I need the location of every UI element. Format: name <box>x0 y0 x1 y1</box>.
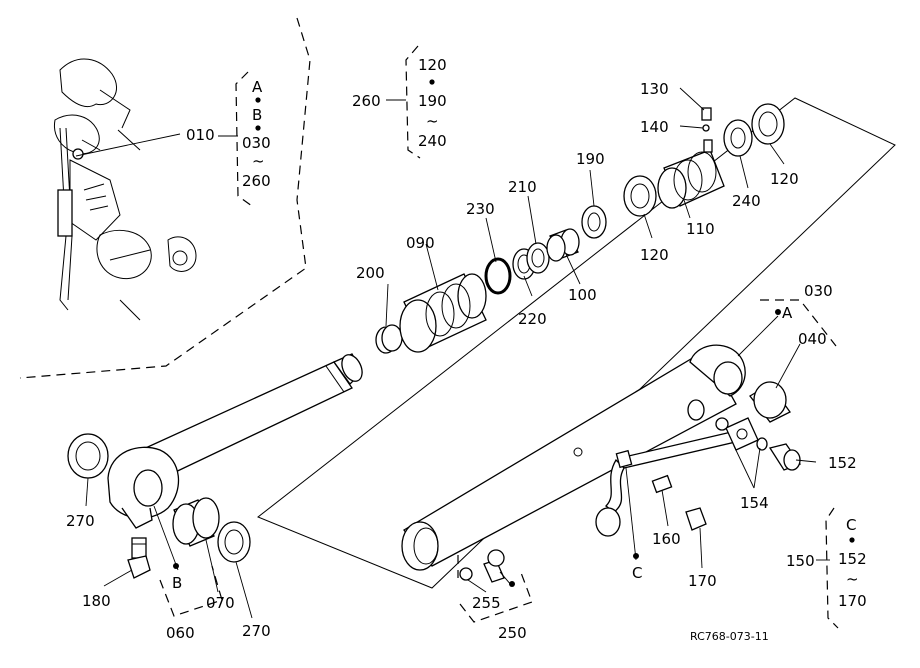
callout-154: 154 <box>740 494 769 512</box>
plug-152 <box>768 443 802 471</box>
nut-200 <box>375 324 403 354</box>
o-ring-230 <box>484 257 512 295</box>
group-010-range: A B 030 ~ 260 <box>218 78 271 190</box>
callout-230: 230 <box>466 200 495 218</box>
seal-120-rear <box>751 103 785 145</box>
svg-text:170: 170 <box>838 592 867 610</box>
ball-140 <box>702 124 710 132</box>
seal-240 <box>723 119 753 157</box>
cylinder-head-110 <box>657 139 725 209</box>
callout-120-rear: 120 <box>770 170 799 188</box>
callout-120-front: 120 <box>640 246 669 264</box>
svg-text:~: ~ <box>252 152 265 170</box>
grease-nipple-part <box>127 537 151 579</box>
callout-010: 010 <box>186 126 215 144</box>
svg-text:190: 190 <box>418 92 447 110</box>
plug-250 <box>483 549 505 583</box>
rod-bushing-270-left <box>67 433 109 479</box>
o-ring-040-small <box>687 399 705 421</box>
ref-label-a: A <box>782 304 793 322</box>
tractor-inset-sketch <box>53 58 197 321</box>
svg-text:B: B <box>252 106 262 124</box>
callout-152: 152 <box>828 454 857 472</box>
callout-180: 180 <box>82 592 111 610</box>
piston-090 <box>399 273 487 353</box>
svg-text:~: ~ <box>426 112 439 130</box>
callout-060: 060 <box>166 624 195 642</box>
callout-270-left: 270 <box>66 512 95 530</box>
fitting-block-152 <box>725 417 759 451</box>
group-150-range: C 152 ~ 170 <box>816 516 867 610</box>
rod-end-eye <box>107 446 180 529</box>
backup-ring-210 <box>526 242 550 274</box>
bushing-040 <box>749 381 791 423</box>
callout-070: 070 <box>206 594 235 612</box>
callout-210: 210 <box>508 178 537 196</box>
svg-text:A: A <box>252 78 263 96</box>
callout-030: 030 <box>804 282 833 300</box>
bolt-170 <box>685 507 707 531</box>
callout-160: 160 <box>652 530 681 548</box>
cylinder-tube <box>401 344 746 571</box>
svg-text:030: 030 <box>242 134 271 152</box>
leader-lines <box>85 87 817 619</box>
rod-bushing-270-right <box>217 521 251 563</box>
callout-040: 040 <box>798 330 827 348</box>
callout-110: 110 <box>686 220 715 238</box>
bushing-070 <box>172 497 220 547</box>
group-260-range: 120 190 ~ 240 <box>386 56 447 150</box>
clamp-160 <box>651 474 673 494</box>
callout-270-right: 270 <box>242 622 271 640</box>
o-ring-154 <box>715 417 768 451</box>
callout-labels: 010 030 040 060 070 090 100 110 120 120 … <box>66 80 857 642</box>
plug-255 <box>459 567 473 581</box>
callout-170: 170 <box>688 572 717 590</box>
seal-190 <box>581 205 607 239</box>
reference-dots <box>173 79 855 587</box>
callout-090: 090 <box>406 234 435 252</box>
callout-220: 220 <box>518 310 547 328</box>
ref-label-c: C <box>632 564 642 582</box>
ref-label-b: B <box>172 574 182 592</box>
callout-100: 100 <box>568 286 597 304</box>
callout-130: 130 <box>640 80 669 98</box>
svg-text:152: 152 <box>838 550 867 568</box>
callout-150: 150 <box>786 552 815 570</box>
callout-250: 250 <box>498 624 527 642</box>
diagram-code: RC768-073-11 <box>690 630 769 643</box>
callout-240: 240 <box>732 192 761 210</box>
seal-120-front <box>623 175 657 217</box>
guide-100 <box>546 228 580 262</box>
svg-text:120: 120 <box>418 56 447 74</box>
svg-text:260: 260 <box>242 172 271 190</box>
group-brackets <box>159 45 839 629</box>
plug-130 <box>701 107 712 121</box>
callout-255: 255 <box>472 594 501 612</box>
callout-190: 190 <box>576 150 605 168</box>
svg-text:240: 240 <box>418 132 447 150</box>
svg-text:~: ~ <box>846 570 859 588</box>
svg-text:C: C <box>846 516 856 534</box>
callout-260: 260 <box>352 92 381 110</box>
callout-140: 140 <box>640 118 669 136</box>
callout-200: 200 <box>356 264 385 282</box>
